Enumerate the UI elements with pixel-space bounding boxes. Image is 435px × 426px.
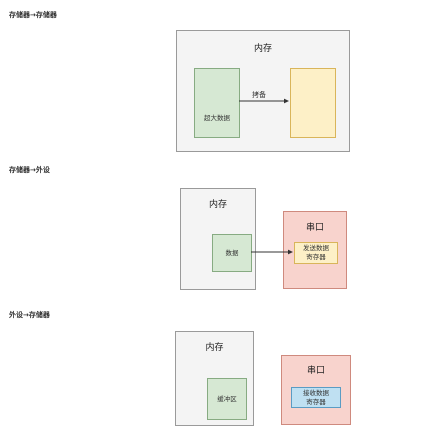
section-heading-mem-to-mem: 存储器→存储器: [9, 11, 57, 19]
transmit-register-line1: 发送数据: [303, 244, 329, 253]
buffer-block: 缓冲区: [207, 378, 247, 420]
memory-title: 内存: [208, 200, 227, 210]
source-data-label: 超大数据: [204, 114, 230, 123]
serial-port-box: 串口 发送数据 寄存器: [283, 211, 347, 289]
buffer-label: 缓冲区: [217, 394, 237, 403]
receive-register-line2: 寄存器: [306, 397, 326, 406]
source-data-block: 超大数据: [194, 68, 240, 138]
section-heading-periph-to-mem: 外设→存储器: [9, 311, 50, 319]
receive-register-block: 接收数据 寄存器: [291, 387, 341, 408]
serial-port-title: 串口: [305, 223, 324, 233]
memory-data-block: 数据: [212, 234, 252, 272]
memory-box: 内存 缓冲区: [175, 331, 254, 426]
copy-label: 拷备: [251, 90, 267, 100]
transmit-register-block: 发送数据 寄存器: [294, 242, 338, 264]
serial-port-title: 串口: [306, 366, 325, 376]
memory-title: 内存: [205, 343, 224, 353]
transmit-register-line2: 寄存器: [306, 253, 326, 261]
section-heading-mem-to-periph: 存储器→外设: [9, 166, 50, 174]
receive-register-line1: 接收数据: [303, 388, 329, 397]
memory-data-label: 数据: [225, 248, 239, 257]
destination-block: [290, 68, 336, 138]
memory-title: 内存: [253, 44, 272, 54]
memory-box: 内存 超大数据: [176, 30, 350, 152]
serial-port-box: 串口 接收数据 寄存器: [281, 355, 351, 425]
memory-box: 内存 数据: [180, 188, 256, 290]
